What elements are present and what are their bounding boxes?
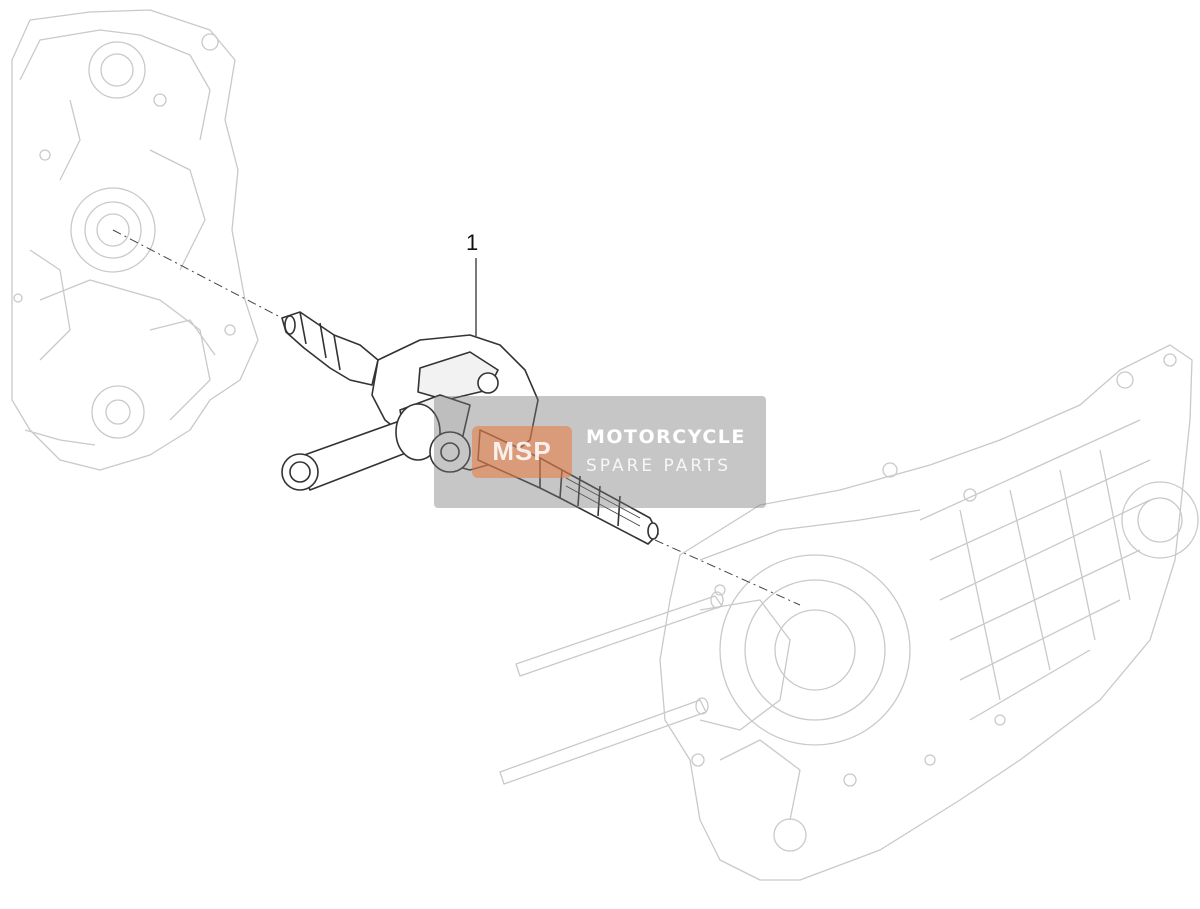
stud-bolts <box>499 591 724 785</box>
callout-number-1: 1 <box>466 230 479 255</box>
watermark-title: MOTORCYCLE <box>586 426 746 448</box>
right-crankcase-half <box>659 344 1199 881</box>
watermark-logo-badge: MSP <box>472 426 572 478</box>
watermark: MSP MOTORCYCLE SPARE PARTS <box>434 396 766 508</box>
watermark-logo-text: MSP <box>492 436 552 466</box>
left-crankcase-half <box>11 9 259 471</box>
watermark-subtitle: SPARE PARTS <box>586 456 732 476</box>
assembly-axis <box>112 229 801 606</box>
